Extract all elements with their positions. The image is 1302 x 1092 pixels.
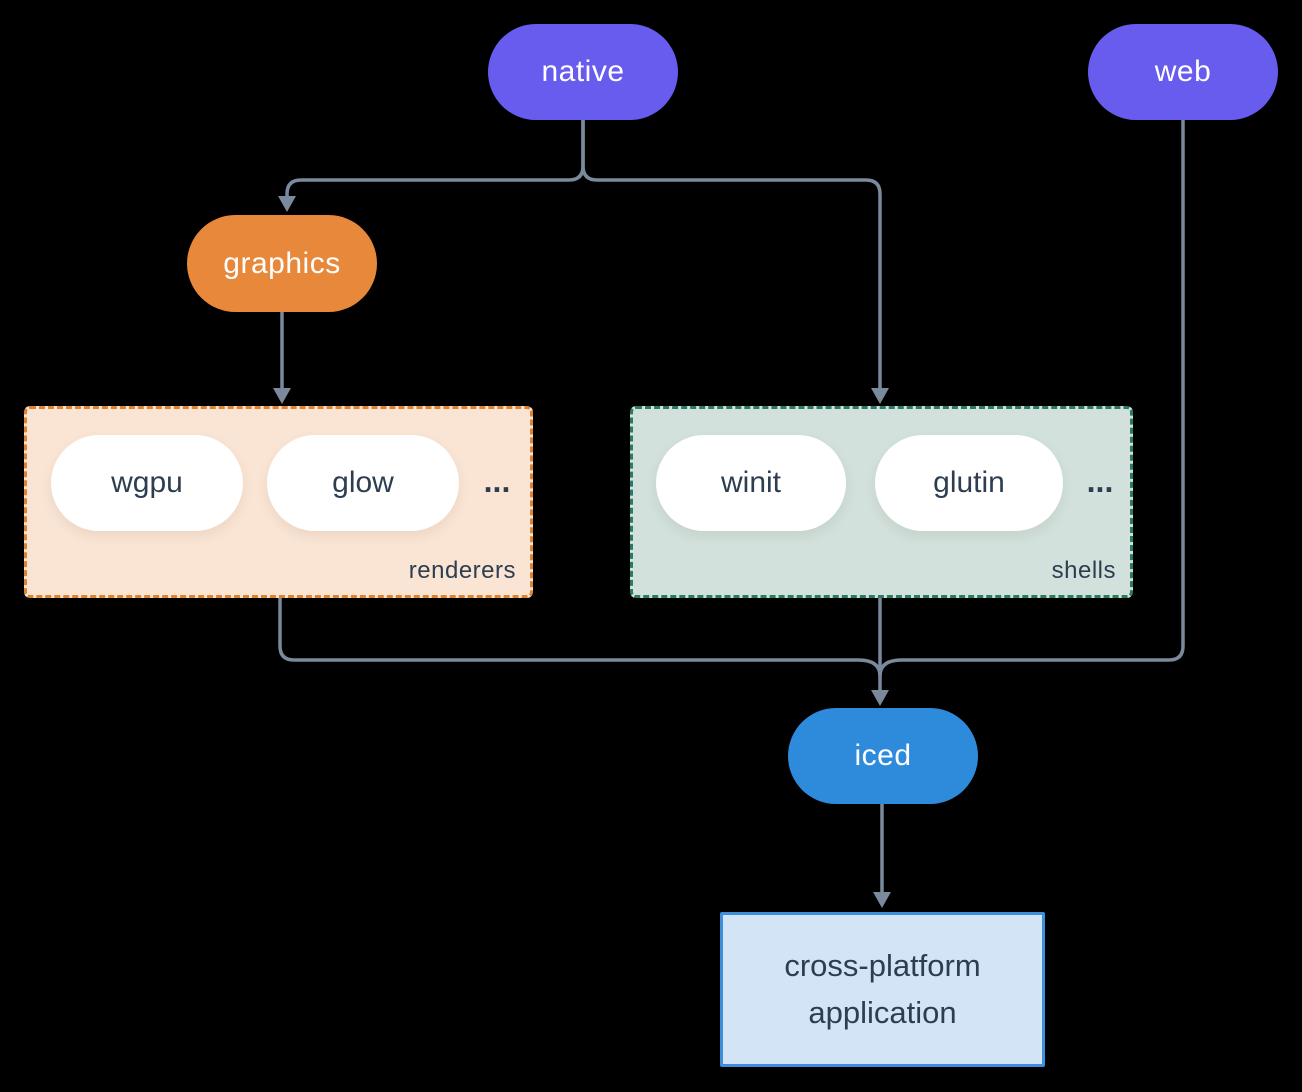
- renderers-ellipsis: ...: [483, 462, 511, 499]
- node-native: native: [488, 24, 678, 120]
- connector-native-to-graphics: [285, 120, 585, 198]
- pill-glow: glow: [267, 435, 459, 531]
- arrowhead-into-iced: [871, 690, 889, 706]
- pill-winit: winit: [656, 435, 846, 531]
- node-iced: iced: [788, 708, 978, 804]
- pill-glutin: glutin: [875, 435, 1063, 531]
- node-web: web: [1088, 24, 1278, 120]
- arrowhead-into-app: [873, 892, 891, 908]
- connector-renderers-to-iced: [278, 598, 882, 677]
- shells-group-label: shells: [1051, 557, 1116, 584]
- arrowhead-into-shells: [871, 388, 889, 404]
- group-shells: winit glutin ... shells: [630, 406, 1133, 598]
- node-cross-platform-application: cross-platform application: [720, 912, 1045, 1067]
- arrowhead-into-graphics: [278, 196, 296, 212]
- node-graphics: graphics: [187, 215, 377, 312]
- connector-native-to-shells: [581, 120, 882, 390]
- arrowhead-into-renderers: [273, 388, 291, 404]
- shells-ellipsis: ...: [1086, 462, 1114, 499]
- pill-wgpu: wgpu: [51, 435, 243, 531]
- renderers-group-label: renderers: [408, 557, 516, 584]
- group-renderers: wgpu glow ... renderers: [24, 406, 533, 598]
